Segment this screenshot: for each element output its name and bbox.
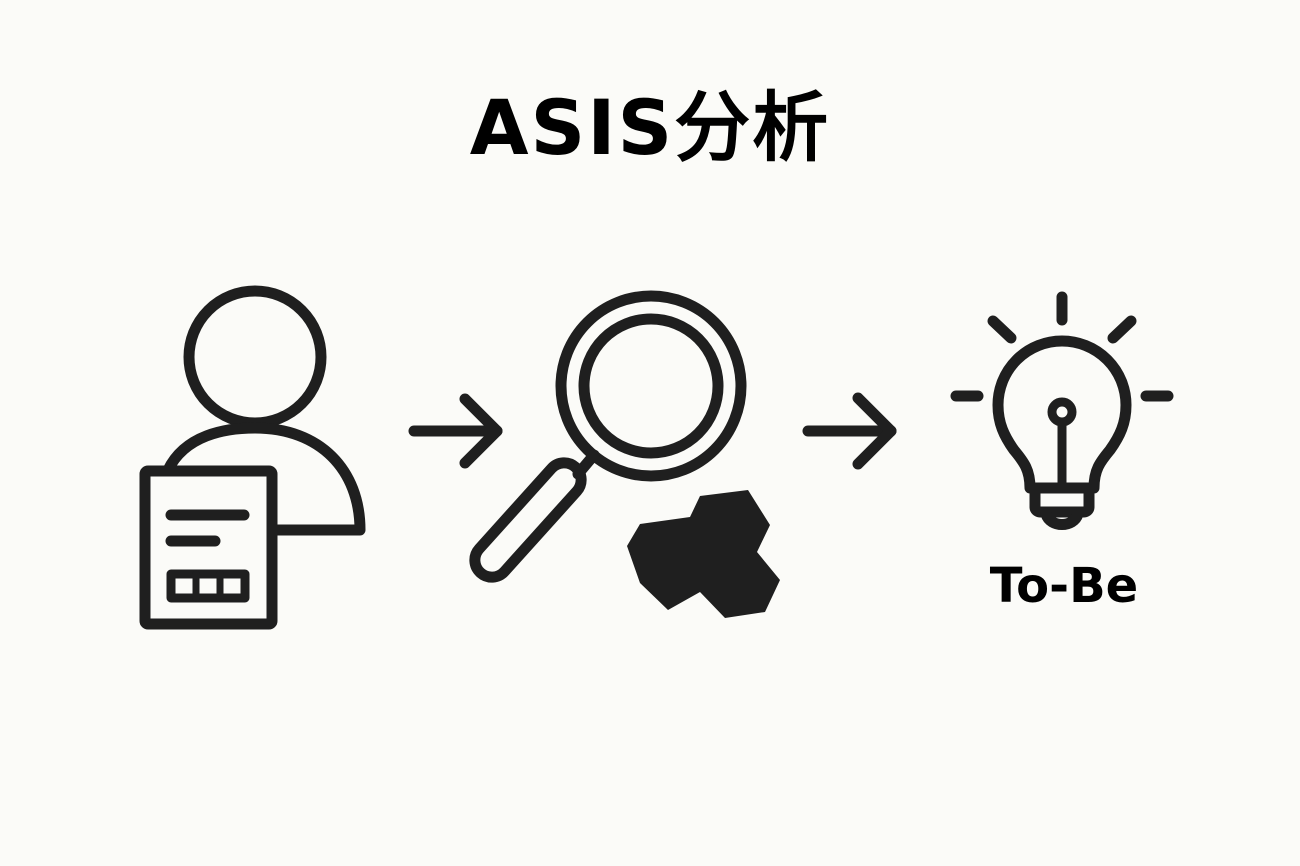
lens-inner xyxy=(578,313,724,459)
lens-outer xyxy=(555,290,747,482)
document-icon xyxy=(139,465,278,630)
bulb-glass xyxy=(992,335,1132,494)
person-icon xyxy=(162,285,366,536)
page-title: ASIS分析 xyxy=(469,83,831,172)
document-table xyxy=(166,569,250,603)
bulb-ray xyxy=(987,315,1017,344)
person-head xyxy=(183,285,327,429)
bulb-ray xyxy=(1107,315,1137,344)
lightbulb-icon xyxy=(950,291,1174,530)
rock-icon xyxy=(627,490,780,618)
magnifier-handle xyxy=(469,457,587,583)
document-sheet xyxy=(139,465,278,630)
bulb-base xyxy=(1029,482,1095,518)
bulb-tip xyxy=(1040,508,1084,530)
arrow-right-icon xyxy=(802,392,897,470)
person-body xyxy=(162,422,366,536)
magnifying-glass-icon xyxy=(469,290,747,583)
arrow-right-icon xyxy=(408,393,503,469)
to-be-label: To-Be xyxy=(989,558,1139,614)
